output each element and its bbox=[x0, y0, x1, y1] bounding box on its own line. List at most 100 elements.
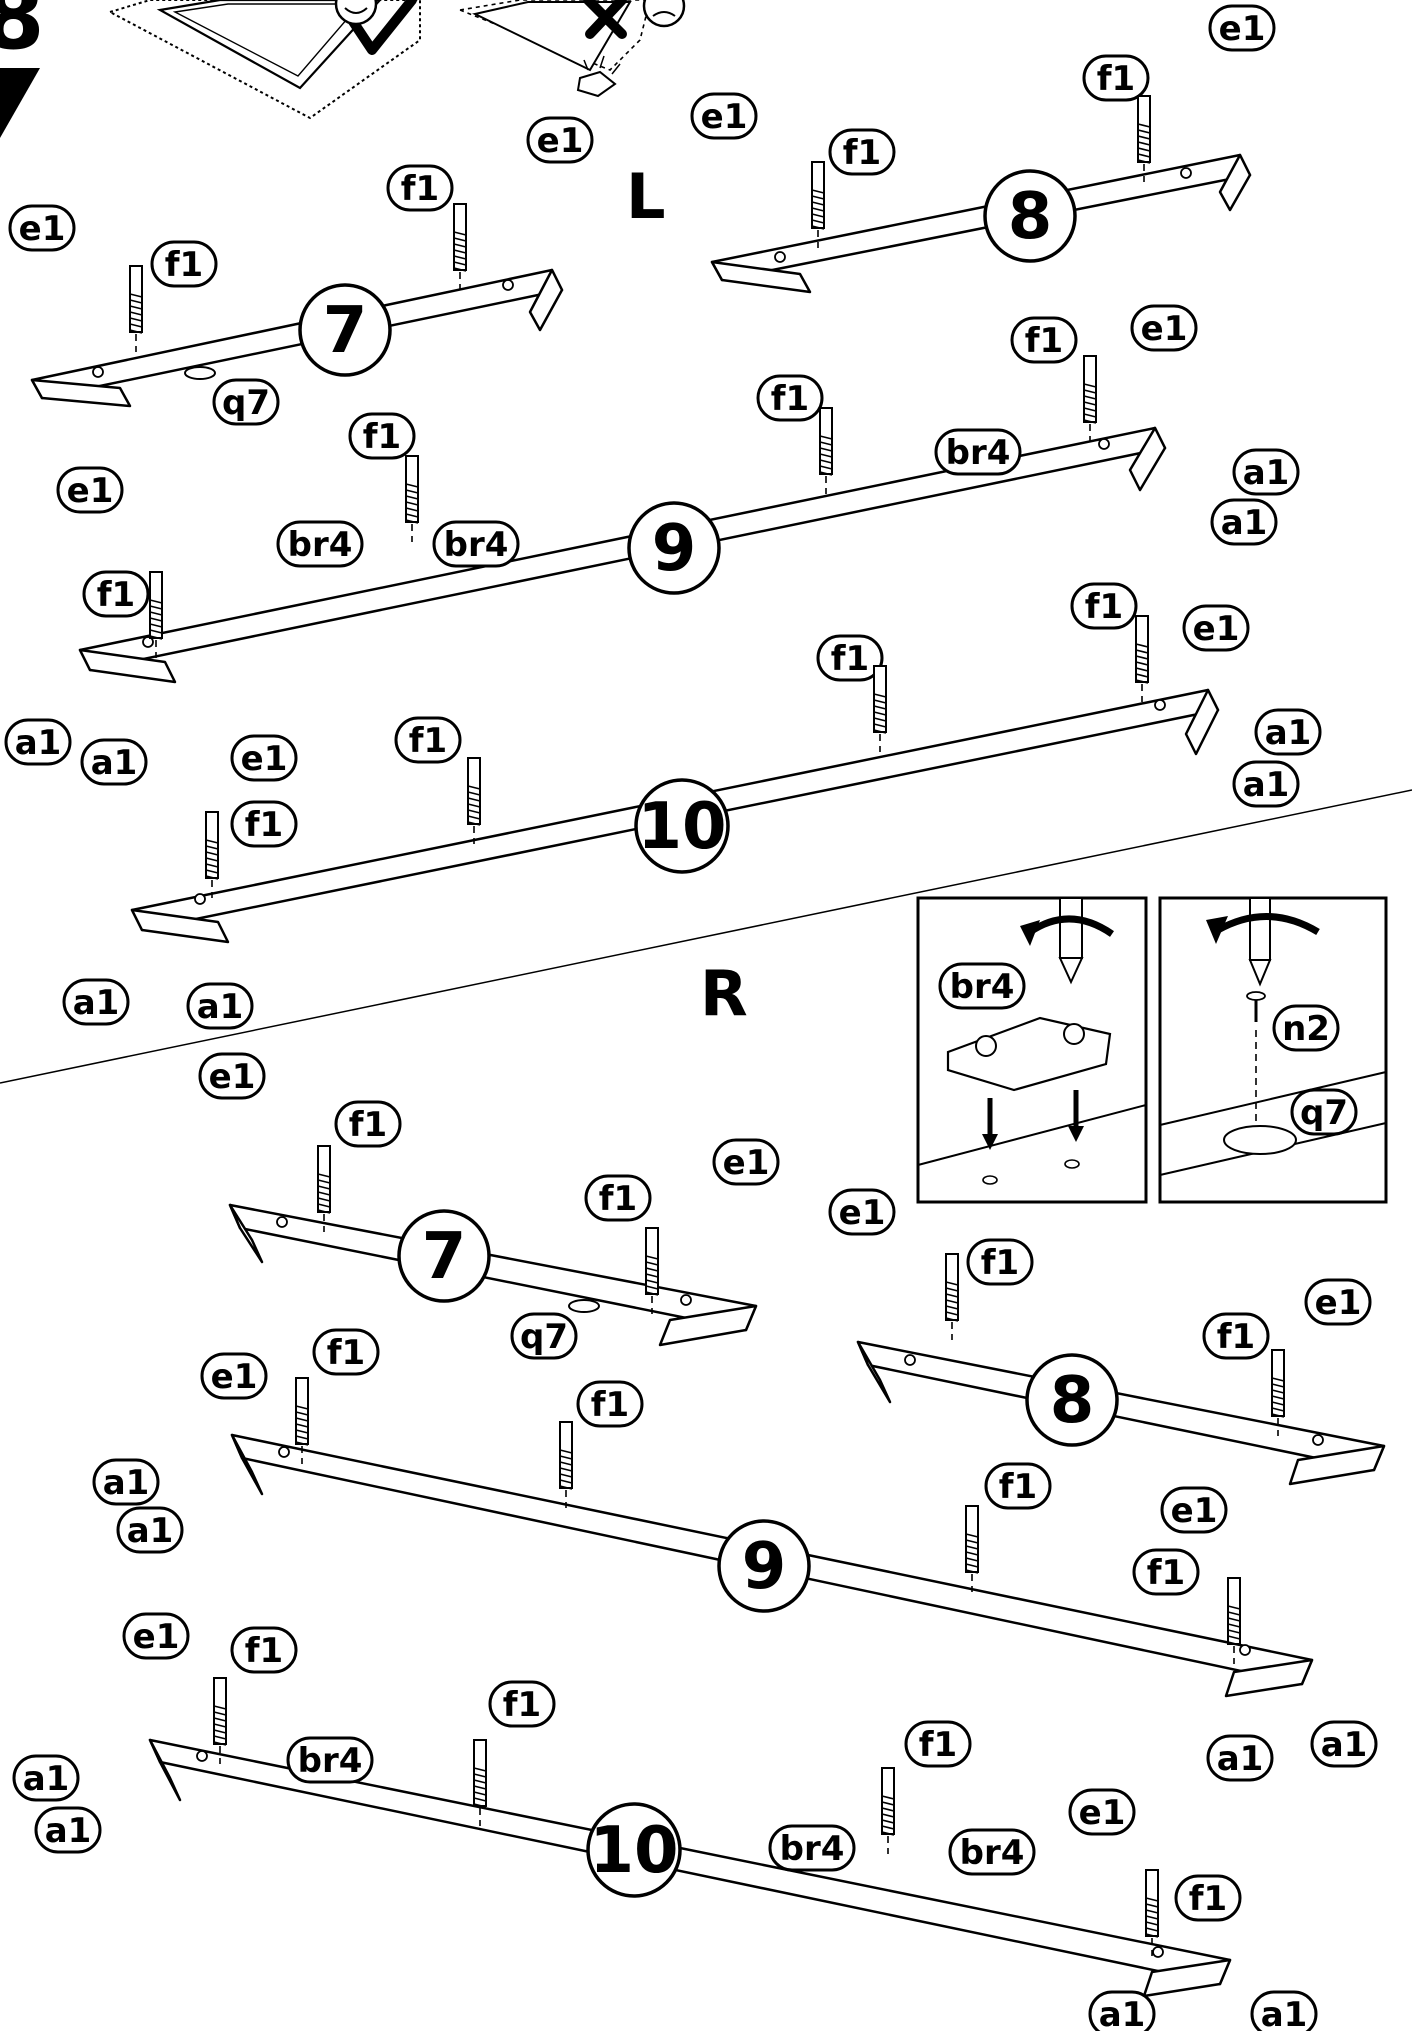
part-label-text: f1 bbox=[1097, 59, 1135, 99]
part-label-text: a1 bbox=[1243, 453, 1290, 493]
step-arrow-icon bbox=[0, 68, 40, 138]
part-label-e1: e1 bbox=[200, 1352, 268, 1400]
part-label-text: e1 bbox=[133, 1617, 180, 1657]
part-label-br4: br4 bbox=[286, 1736, 374, 1784]
part-label-e1: e1 bbox=[198, 1052, 266, 1100]
cam-hole bbox=[276, 1216, 288, 1228]
part-label-text: f1 bbox=[245, 1631, 283, 1671]
part-label-text: f1 bbox=[981, 1243, 1019, 1283]
cam-dowel-f1 bbox=[213, 1677, 227, 1764]
part-label-e1: e1 bbox=[230, 734, 298, 782]
part-label-text: f1 bbox=[1147, 1553, 1185, 1593]
part-label-br4: br4 bbox=[276, 520, 364, 568]
part-label-text: a1 bbox=[1321, 1725, 1368, 1765]
part-label-f1: f1 bbox=[966, 1238, 1034, 1286]
left-side-marker: L bbox=[626, 160, 666, 233]
part-label-text: f1 bbox=[363, 417, 401, 457]
board-number-label: 7 bbox=[323, 294, 368, 368]
part-label-text: e1 bbox=[209, 1057, 256, 1097]
cam-dowel-f1 bbox=[965, 1505, 979, 1592]
part-label-a1: a1 bbox=[62, 978, 130, 1026]
board-number-10-left: 10 bbox=[634, 778, 730, 874]
cam-dowel-f1 bbox=[819, 407, 833, 494]
part-label-text: e1 bbox=[67, 471, 114, 511]
board-7-left bbox=[30, 268, 564, 408]
part-label-a1: a1 bbox=[1210, 498, 1278, 546]
part-label-f1: f1 bbox=[150, 240, 218, 288]
part-label-a1: a1 bbox=[1088, 1990, 1156, 2031]
cam-hole bbox=[502, 279, 514, 291]
part-label-text: f1 bbox=[349, 1105, 387, 1145]
part-label-f1: f1 bbox=[394, 716, 462, 764]
part-label-text: e1 bbox=[241, 739, 288, 779]
part-label-text: f1 bbox=[591, 1385, 629, 1425]
cam-hole bbox=[1312, 1434, 1324, 1446]
cam-dowel-f1 bbox=[1227, 1577, 1241, 1664]
part-label-text: f1 bbox=[599, 1179, 637, 1219]
part-label-text: e1 bbox=[1141, 309, 1188, 349]
part-label-a1: a1 bbox=[1254, 708, 1322, 756]
part-label-a1: a1 bbox=[1206, 1734, 1274, 1782]
part-label-f1: f1 bbox=[984, 1462, 1052, 1510]
part-label-q7: q7 bbox=[212, 378, 280, 426]
part-label-f1: f1 bbox=[334, 1100, 402, 1148]
part-label-text: a1 bbox=[1217, 1739, 1264, 1779]
part-label-text: f1 bbox=[327, 1333, 365, 1373]
part-label-text: n2 bbox=[1282, 1009, 1330, 1049]
cam-dowel-f1 bbox=[559, 1421, 573, 1508]
part-label-f1: f1 bbox=[1174, 1874, 1242, 1922]
part-label-f1: f1 bbox=[584, 1174, 652, 1222]
happy-face-icon bbox=[334, 0, 378, 26]
part-label-f1: f1 bbox=[386, 164, 454, 212]
cam-hole bbox=[774, 251, 786, 263]
part-label-q7: q7 bbox=[1290, 1088, 1358, 1136]
part-label-text: br4 bbox=[950, 967, 1015, 1007]
part-label-f1: f1 bbox=[1010, 316, 1078, 364]
part-label-text: a1 bbox=[15, 723, 62, 763]
board-number-label: 10 bbox=[637, 790, 726, 864]
part-label-text: br4 bbox=[960, 1833, 1025, 1873]
cam-dowel-f1 bbox=[317, 1145, 331, 1232]
part-label-text: a1 bbox=[127, 1511, 174, 1551]
cam-dowel-f1 bbox=[873, 665, 887, 752]
board-number-9-right: 9 bbox=[717, 1519, 811, 1613]
step-marker: 8 bbox=[0, 0, 45, 138]
board-8-left bbox=[710, 153, 1252, 294]
cam-dowel-f1 bbox=[149, 571, 163, 658]
part-label-text: e1 bbox=[701, 97, 748, 137]
cam-dowel-f1 bbox=[295, 1377, 309, 1464]
debris-icon bbox=[576, 55, 621, 98]
fittings-layer bbox=[129, 95, 1285, 1956]
board-10-right bbox=[148, 1738, 1232, 1998]
part-label-text: e1 bbox=[723, 1143, 770, 1183]
wrong-surface-hint bbox=[457, 0, 686, 98]
cam-hole bbox=[1154, 699, 1166, 711]
board-number-label: 10 bbox=[589, 1814, 678, 1888]
part-label-f1: f1 bbox=[312, 1328, 380, 1376]
part-label-text: q7 bbox=[222, 383, 270, 423]
part-label-br4: br4 bbox=[934, 428, 1022, 476]
part-label-a1: a1 bbox=[1250, 1990, 1318, 2031]
part-label-br4: br4 bbox=[768, 1824, 856, 1872]
board-number-9-left: 9 bbox=[627, 501, 721, 595]
board-number-label: 9 bbox=[742, 1530, 787, 1604]
cam-dowel-f1 bbox=[405, 455, 419, 542]
board-8-right bbox=[856, 1340, 1386, 1486]
part-label-text: f1 bbox=[1189, 1879, 1227, 1919]
screwdriver-icon bbox=[1058, 897, 1084, 985]
part-label-text: f1 bbox=[409, 721, 447, 761]
part-label-text: br4 bbox=[780, 1829, 845, 1869]
part-label-a1: a1 bbox=[4, 718, 72, 766]
part-label-e1: e1 bbox=[526, 116, 594, 164]
part-label-a1: a1 bbox=[80, 738, 148, 786]
correct-surface-hint bbox=[107, 0, 421, 120]
part-label-f1: f1 bbox=[348, 412, 416, 460]
screw-n2 bbox=[1246, 991, 1266, 1022]
part-label-text: a1 bbox=[1265, 713, 1312, 753]
part-label-f1: f1 bbox=[828, 128, 896, 176]
cam-dowel-f1 bbox=[1271, 1349, 1285, 1436]
part-label-text: a1 bbox=[1243, 765, 1290, 805]
part-label-f1: f1 bbox=[576, 1380, 644, 1428]
detail-box-screw-n2 bbox=[1158, 896, 1388, 1204]
cam-dowel-f1 bbox=[1137, 95, 1151, 182]
